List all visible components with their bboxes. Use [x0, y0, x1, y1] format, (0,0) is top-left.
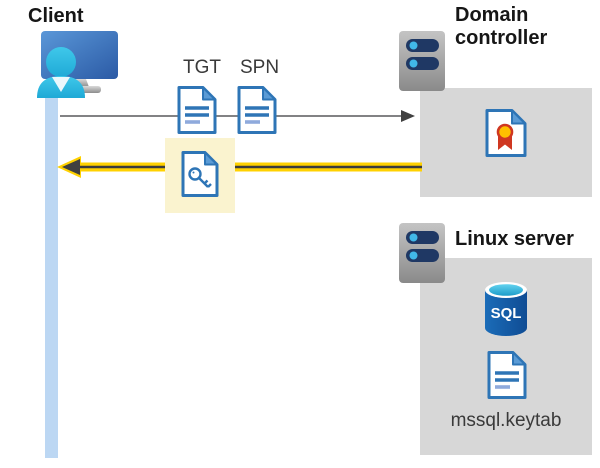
client-device-icon	[37, 31, 118, 98]
client-lifeline-bar	[45, 88, 58, 458]
keytab-filename: mssql.keytab	[450, 410, 562, 431]
linux-server-title: Linux server	[455, 228, 574, 250]
tgt-label: TGT	[183, 57, 221, 78]
keytab-document-icon	[487, 351, 527, 399]
spn-label: SPN	[240, 57, 280, 78]
person-icon	[37, 47, 85, 98]
response-arrow-icon	[57, 156, 422, 178]
certificate-icon	[485, 109, 527, 157]
tgt-document-icon	[177, 86, 217, 134]
spn-document-icon	[237, 86, 277, 134]
request-arrow-icon	[60, 110, 415, 122]
rosette-seal	[496, 123, 514, 150]
linux-server-icon	[399, 223, 445, 283]
domain-controller-server-icon	[399, 31, 445, 91]
sql-database-icon: SQL	[485, 282, 527, 336]
key-glyph	[188, 167, 212, 188]
key-document-icon	[181, 151, 219, 197]
sql-label: SQL	[491, 305, 522, 322]
client-title: Client	[28, 5, 84, 27]
domain-controller-title: Domain controller	[455, 4, 548, 49]
